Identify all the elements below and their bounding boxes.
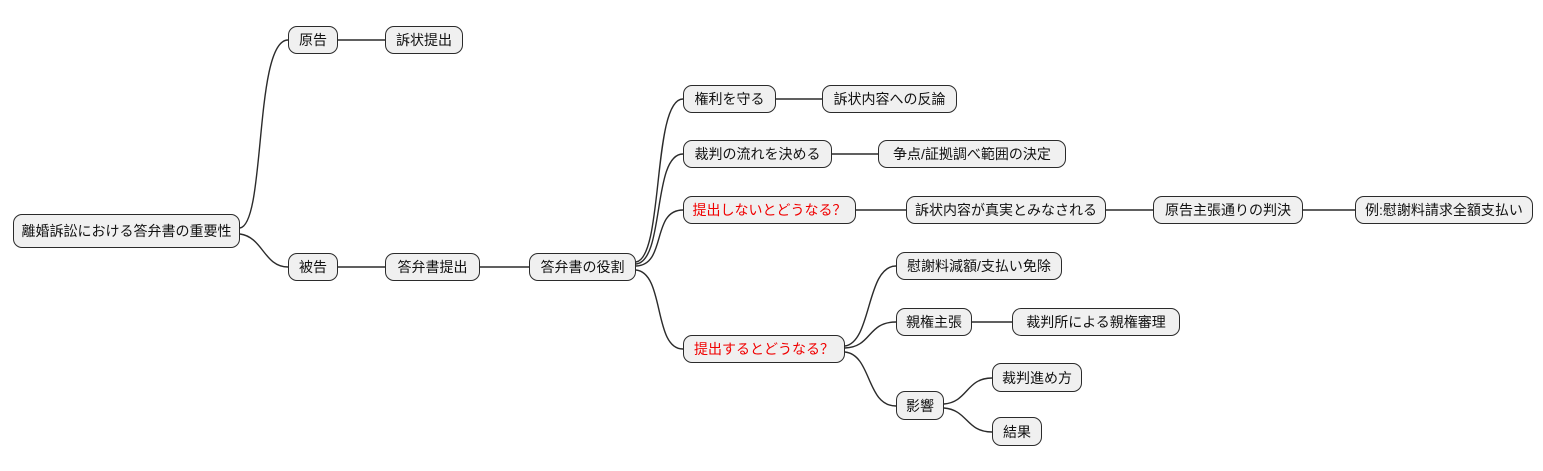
- node-trial-process: 裁判進め方: [992, 363, 1082, 392]
- edge-role-protectrights: [635, 98, 684, 263]
- node-example-payment: 例:慰謝料請求全額支払い: [1355, 196, 1533, 224]
- edge-ifsubmitted-reduction: [844, 265, 897, 347]
- edge-role-trialflow: [635, 153, 684, 265]
- edge-root-plaintiff: [239, 39, 289, 229]
- node-plaintiff-judgment: 原告主張通りの判決: [1153, 196, 1303, 224]
- node-custody-claim: 親権主張: [896, 308, 972, 336]
- node-protect-rights: 権利を守る: [683, 85, 776, 113]
- edge-role-ifsubmitted: [635, 269, 684, 350]
- node-issues-scope: 争点/証拠調べ範囲の決定: [878, 140, 1066, 168]
- edge-role-ifnotsubmitted: [635, 209, 684, 267]
- node-root: 離婚訴訟における答弁書の重要性: [13, 214, 240, 248]
- node-custody-hearing: 裁判所による親権審理: [1012, 308, 1180, 336]
- node-result: 結果: [992, 417, 1042, 446]
- edge-root-defendant: [239, 233, 289, 268]
- node-defendant: 被告: [288, 253, 338, 281]
- node-answer-role: 答弁書の役割: [529, 253, 636, 281]
- edge-impact-result: [943, 407, 993, 433]
- node-rebuttal: 訴状内容への反論: [822, 85, 957, 113]
- node-if-not-submitted: 提出しないとどうなる？: [683, 196, 856, 224]
- node-if-submitted: 提出するとどうなる？: [683, 335, 845, 363]
- node-reduction-exempt: 慰謝料減額/支払い免除: [896, 252, 1062, 280]
- node-complaint-filing: 訴状提出: [385, 26, 463, 54]
- edge-ifsubmitted-impact: [844, 351, 897, 407]
- edge-ifsubmitted-custodyclaim: [844, 321, 897, 349]
- node-plaintiff: 原告: [288, 26, 338, 54]
- node-impact: 影響: [896, 391, 944, 420]
- node-deemed-true: 訴状内容が真実とみなされる: [906, 196, 1106, 224]
- node-trial-flow: 裁判の流れを決める: [683, 140, 832, 168]
- edge-impact-trialprocess: [943, 377, 993, 405]
- node-answer-filing: 答弁書提出: [385, 253, 480, 281]
